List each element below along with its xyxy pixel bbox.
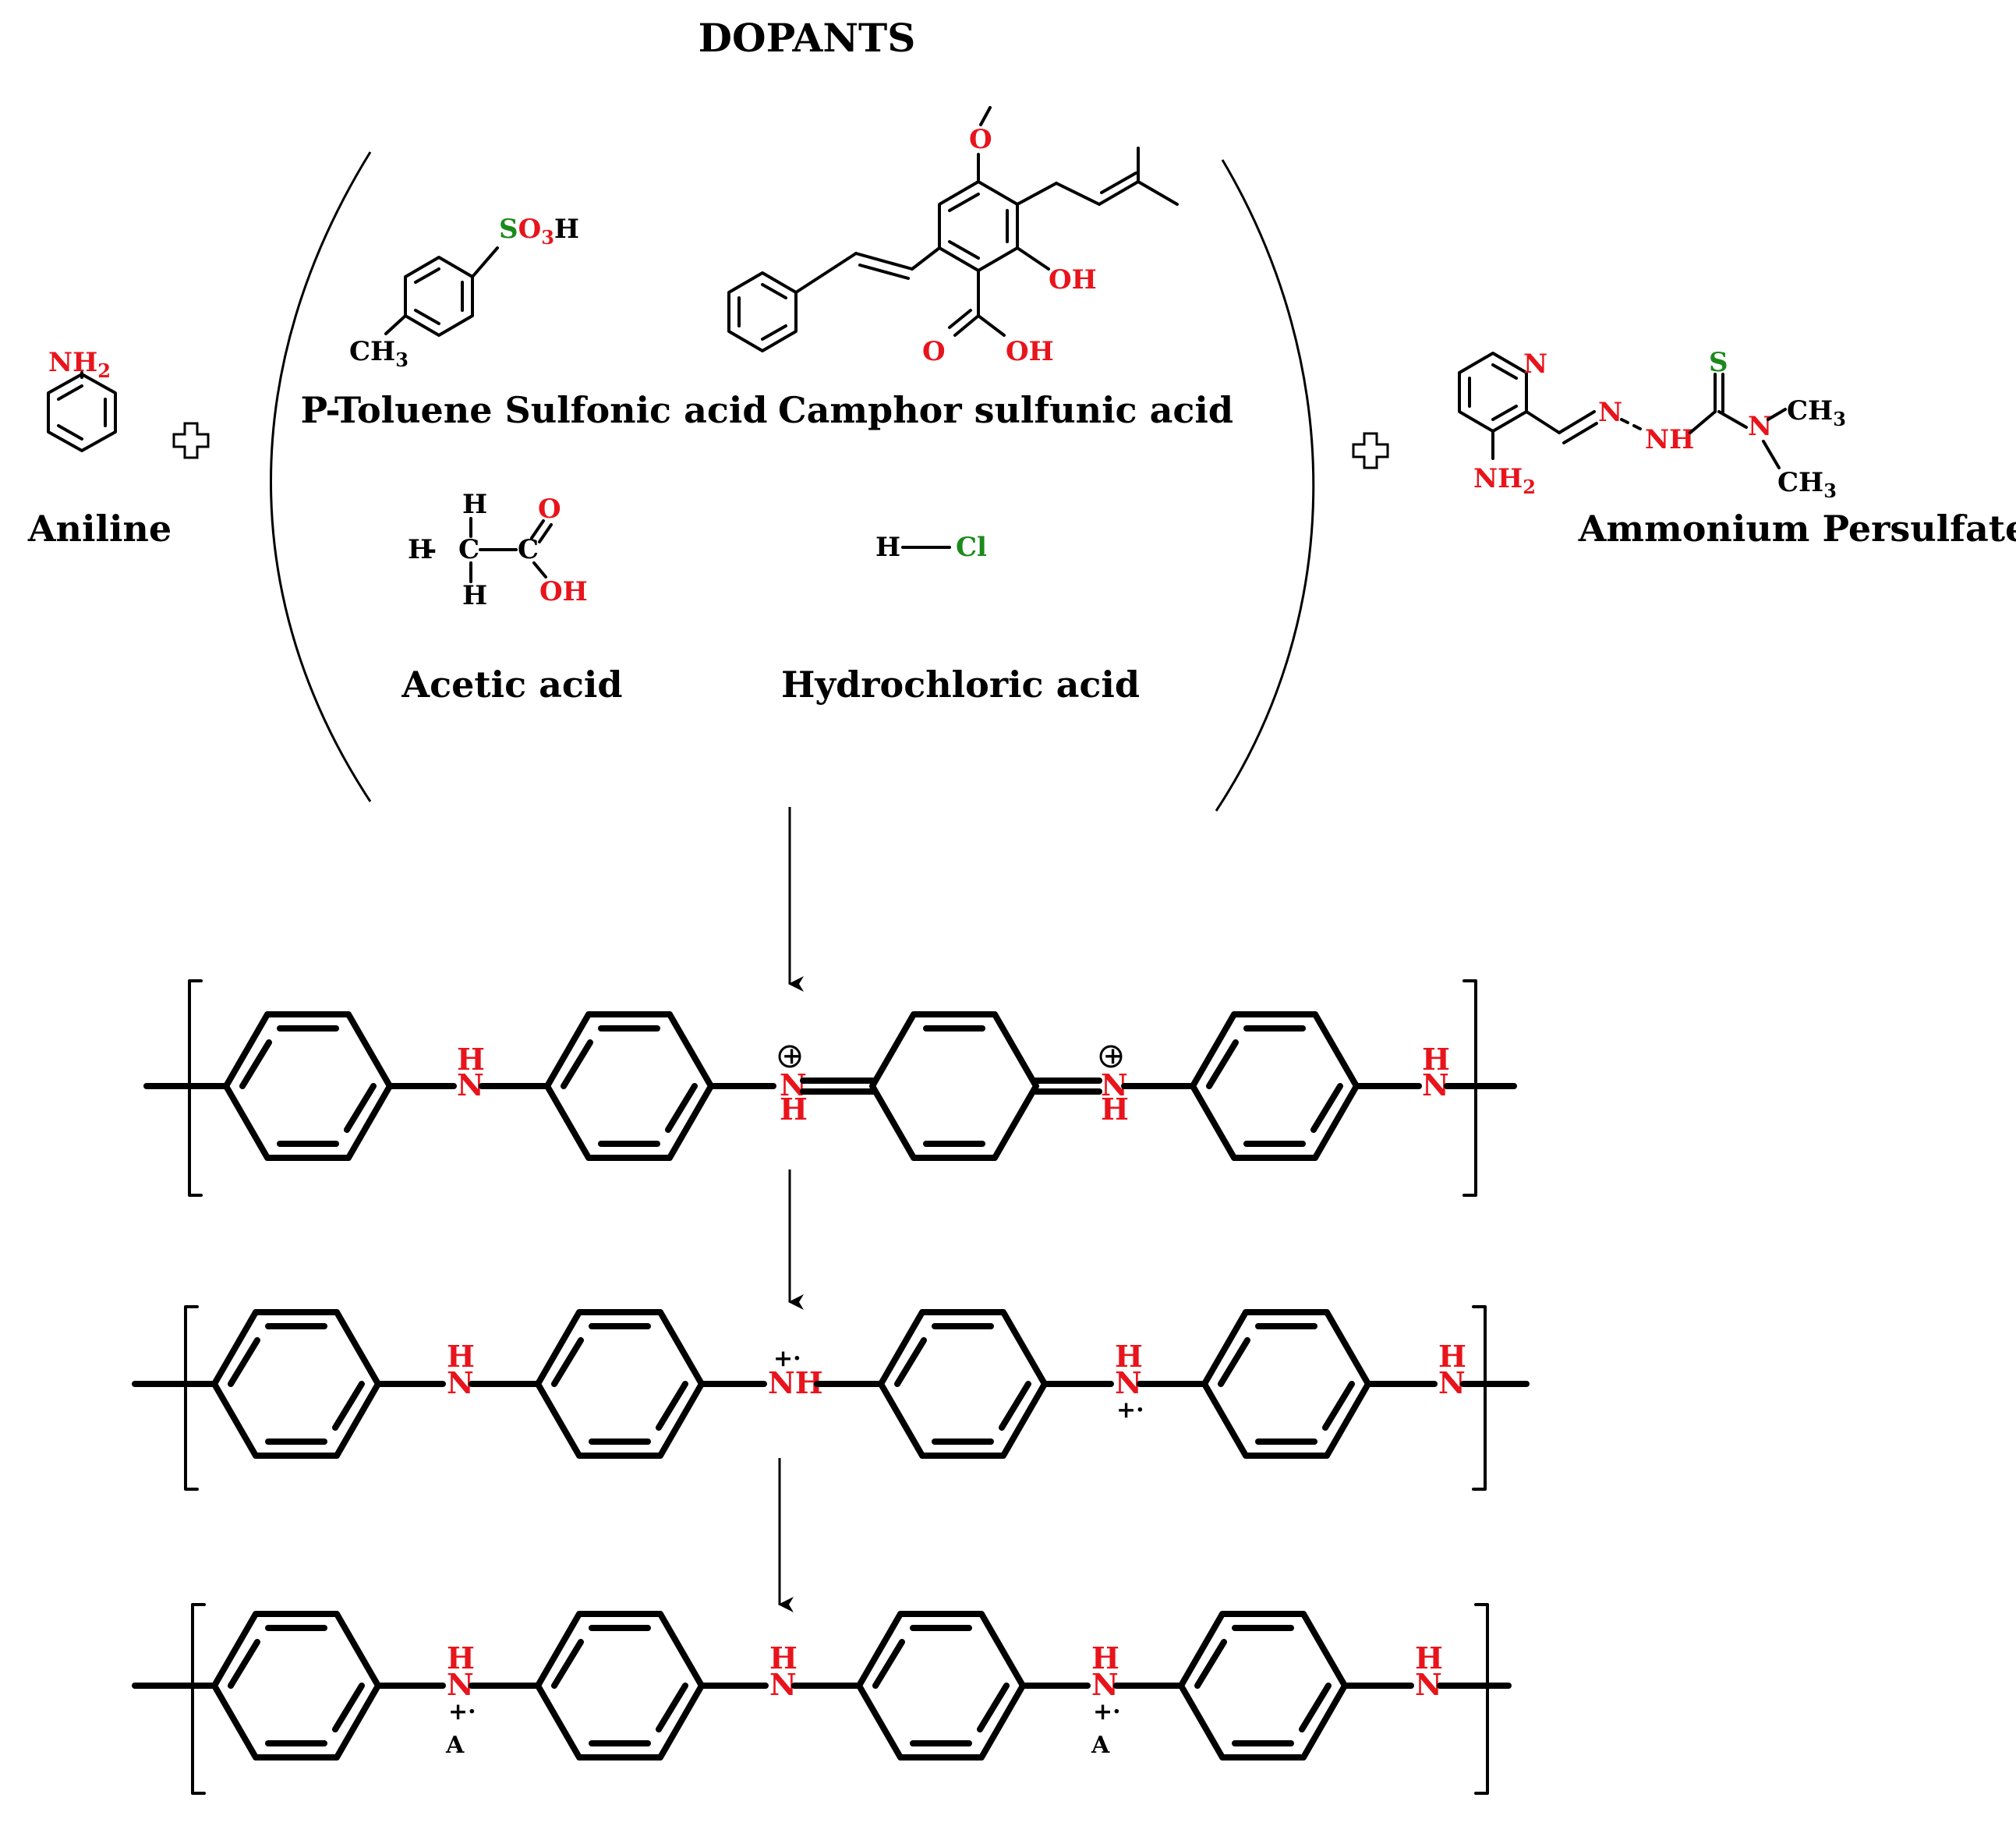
polymer-doped: H N +· A H N H N +· A H N bbox=[132, 1603, 1512, 1795]
svg-text:H: H bbox=[457, 1042, 485, 1077]
svg-text:OH: OH bbox=[539, 576, 588, 607]
oxidant-label: Ammonium Persulfate bbox=[1578, 508, 2016, 550]
right-parenthesis bbox=[1215, 159, 1315, 812]
oxidant-structure: N NH2 N NH S N CH3 CH3 bbox=[1458, 347, 1846, 502]
svg-text:H: H bbox=[780, 1092, 808, 1127]
hcl-structure: H Cl bbox=[875, 532, 987, 563]
svg-text:+·: +· bbox=[1093, 1698, 1121, 1725]
svg-text:H: H bbox=[462, 489, 487, 520]
svg-text:H: H bbox=[408, 534, 433, 565]
svg-text:Cl: Cl bbox=[956, 532, 987, 563]
polymer-polaron: H N +· NH H N +· H N bbox=[132, 1305, 1530, 1491]
csa-structure: O OH O OH bbox=[727, 106, 1179, 367]
svg-text:OH: OH bbox=[1006, 336, 1054, 367]
svg-text:N: N bbox=[1598, 397, 1622, 428]
svg-text:S: S bbox=[1709, 347, 1728, 378]
svg-text:H: H bbox=[769, 1640, 798, 1676]
svg-text:CH3: CH3 bbox=[349, 336, 409, 371]
svg-text:C: C bbox=[458, 534, 479, 565]
ptsa-structure: SO3H CH3 bbox=[349, 214, 579, 371]
svg-text:O: O bbox=[969, 124, 992, 155]
svg-text:H: H bbox=[447, 1339, 475, 1374]
svg-text:+·: +· bbox=[448, 1698, 476, 1725]
polymer-emeraldine-bipolaron: H N + N H + N H H N bbox=[143, 979, 1517, 1197]
svg-text:C: C bbox=[518, 534, 539, 565]
svg-text:H: H bbox=[1115, 1339, 1143, 1374]
svg-text:A: A bbox=[1091, 1732, 1110, 1759]
svg-text:NH: NH bbox=[768, 1365, 823, 1400]
ptsa-label: P-Toluene Sulfonic acid bbox=[300, 389, 767, 431]
scheme-title: DOPANTS bbox=[699, 15, 916, 61]
svg-text:+: + bbox=[782, 1042, 801, 1070]
svg-text:H: H bbox=[447, 1640, 475, 1676]
left-parenthesis bbox=[270, 151, 372, 802]
svg-text:N: N bbox=[1748, 411, 1772, 442]
hcl-label: Hydrochloric acid bbox=[781, 664, 1140, 706]
svg-text:H: H bbox=[875, 532, 900, 563]
svg-text:OH: OH bbox=[1049, 264, 1097, 295]
aniline-nh2: NH2 bbox=[48, 347, 111, 382]
svg-text:SO3H: SO3H bbox=[499, 214, 579, 249]
svg-text:NH: NH bbox=[1645, 424, 1694, 455]
svg-text:A: A bbox=[445, 1732, 465, 1759]
svg-text:N: N bbox=[1523, 349, 1547, 380]
svg-text:CH3: CH3 bbox=[1777, 467, 1837, 502]
aniline-structure: NH2 bbox=[47, 347, 117, 452]
svg-text:H: H bbox=[1101, 1092, 1129, 1127]
svg-text:CH3: CH3 bbox=[1787, 395, 1846, 430]
csa-label: Camphor sulfunic acid bbox=[778, 389, 1233, 431]
plus-icon bbox=[172, 422, 210, 459]
svg-text:H: H bbox=[1422, 1042, 1450, 1077]
svg-text:+·: +· bbox=[773, 1345, 801, 1372]
svg-text:+·: +· bbox=[1116, 1396, 1144, 1424]
svg-text:H: H bbox=[1091, 1640, 1119, 1676]
svg-text:O: O bbox=[922, 336, 946, 367]
svg-text:O: O bbox=[538, 494, 561, 525]
svg-text:H: H bbox=[1415, 1640, 1443, 1676]
acetic-acid-label: Acetic acid bbox=[401, 664, 622, 706]
svg-text:-: - bbox=[426, 534, 437, 565]
svg-text:H: H bbox=[1438, 1339, 1466, 1374]
aniline-label: Aniline bbox=[27, 508, 172, 550]
svg-text:+: + bbox=[1103, 1042, 1123, 1070]
svg-text:NH2: NH2 bbox=[1473, 463, 1536, 498]
plus-icon bbox=[1352, 432, 1389, 469]
svg-text:H: H bbox=[462, 580, 487, 611]
acetic-acid-structure: H H - C H C O OH bbox=[408, 489, 588, 611]
svg-text:N: N bbox=[780, 1067, 807, 1102]
